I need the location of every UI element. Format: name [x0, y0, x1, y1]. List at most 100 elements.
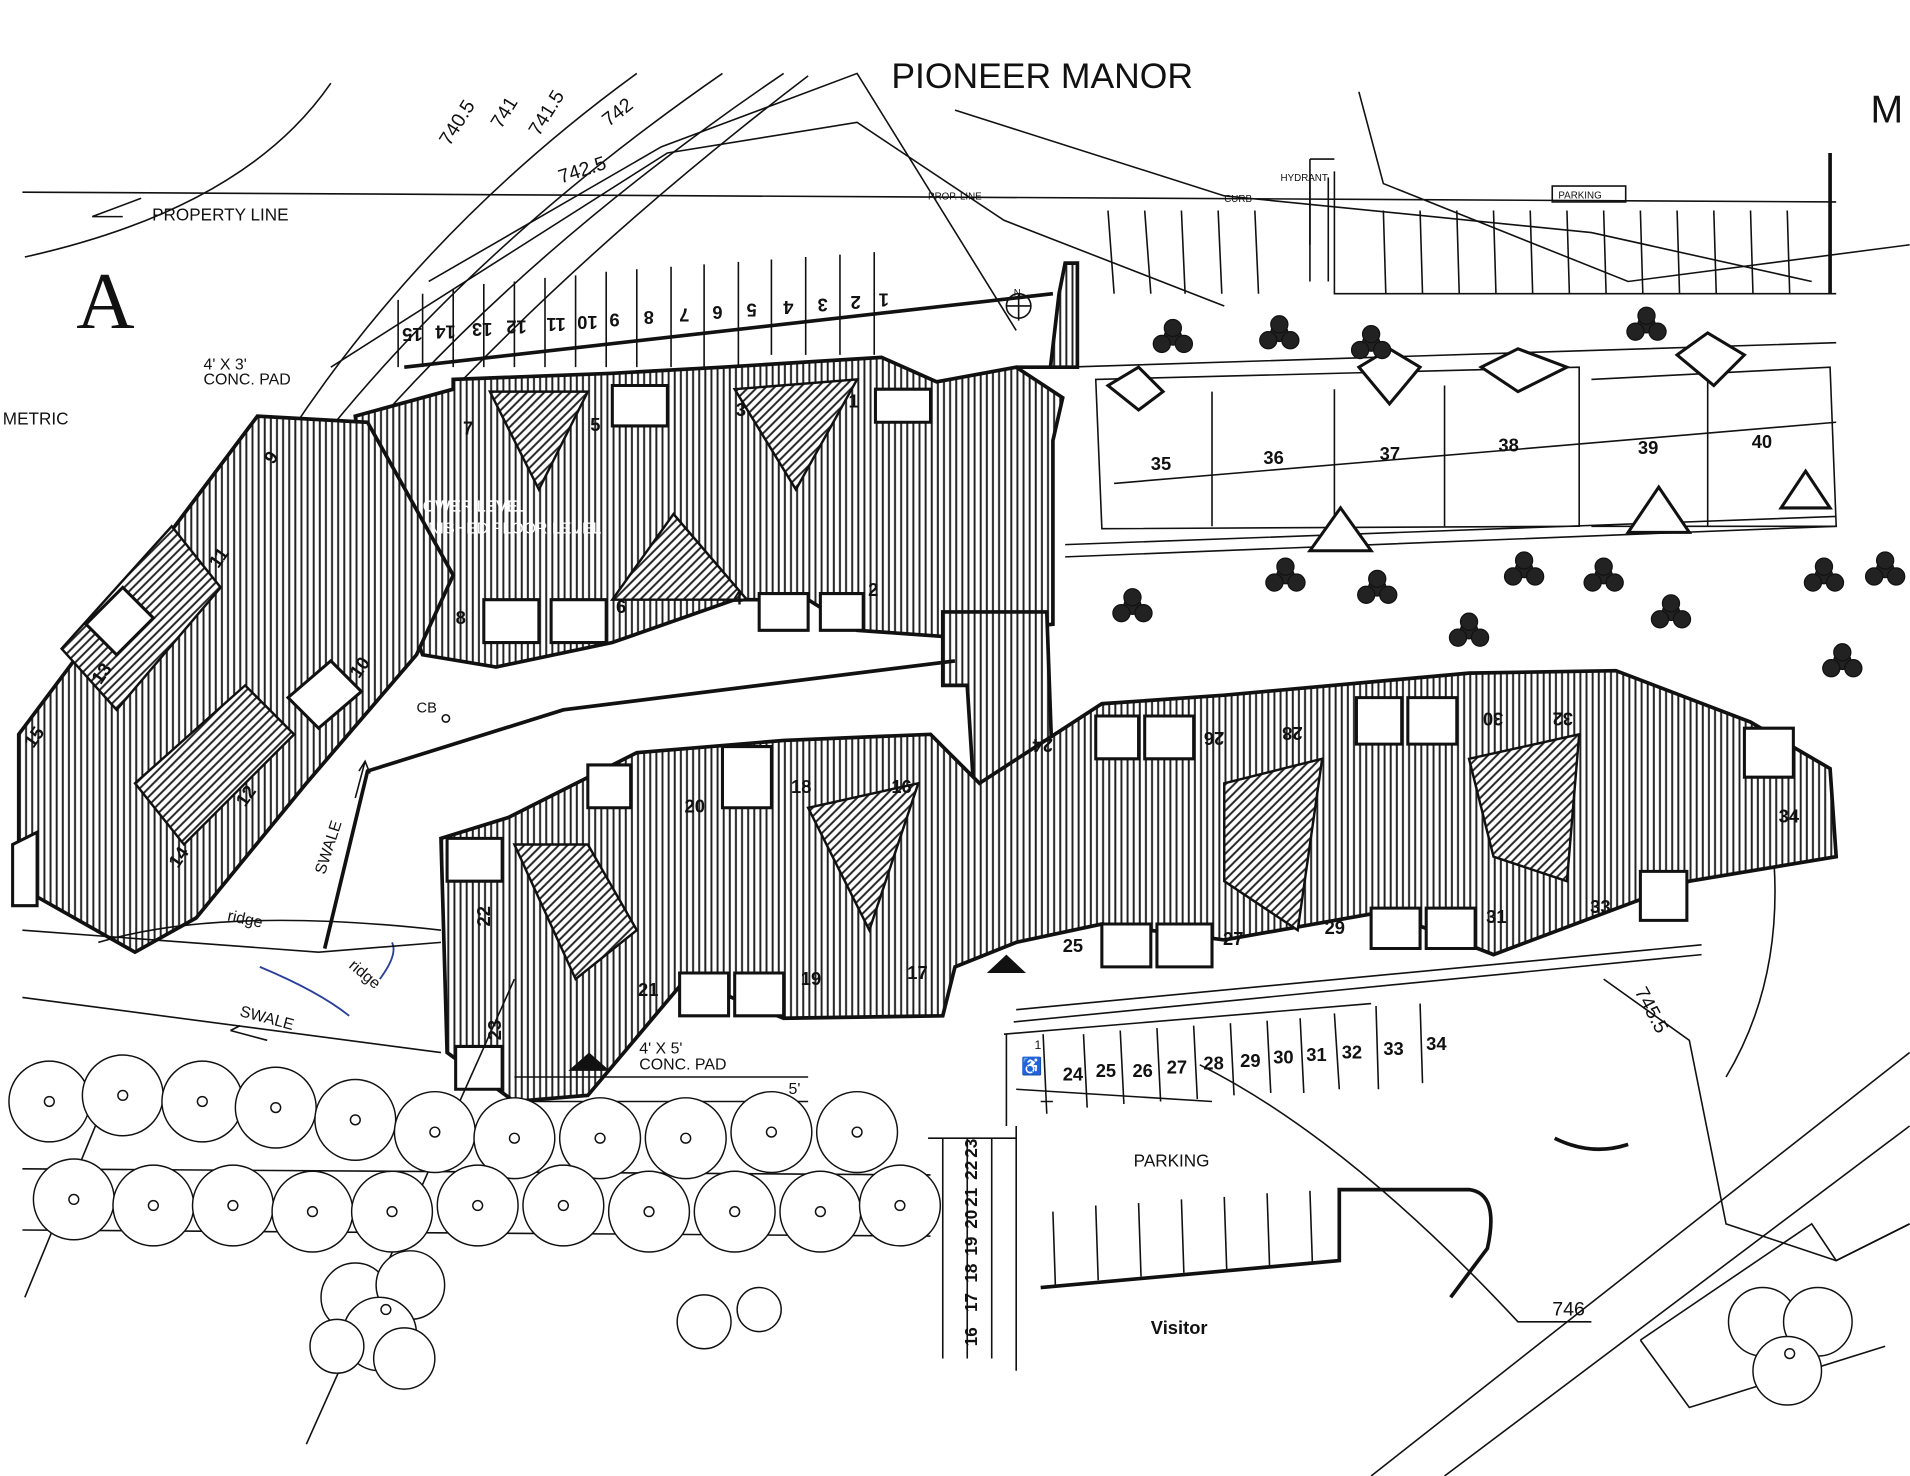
unit-number: 32 — [1553, 708, 1573, 729]
stall-number: 33 — [1383, 1038, 1403, 1059]
unit-number: 31 — [1486, 906, 1506, 927]
stall-number: 20 — [961, 1210, 981, 1229]
tree-icon — [1503, 567, 1523, 586]
unit-number: 26 — [1204, 728, 1224, 749]
stall-number: 32 — [1342, 1042, 1362, 1063]
tree-trunk-icon — [557, 1199, 569, 1212]
tree-icon — [1470, 628, 1490, 647]
stall-number: 1 — [879, 290, 889, 311]
contour-label: 741 — [487, 93, 523, 132]
tree-icon — [1265, 573, 1284, 592]
stall-number: 6 — [712, 302, 722, 323]
stall-number: 13 — [472, 319, 492, 340]
tree-trunk-icon — [894, 1199, 906, 1212]
swale-line — [322, 659, 956, 949]
tree-trunk-icon — [386, 1206, 398, 1218]
pad-label: 4' X 3' — [204, 357, 247, 374]
stall-number: 26 — [1132, 1060, 1152, 1081]
unit-number: 17 — [907, 962, 927, 983]
swale-label: SWALE — [312, 819, 345, 877]
tree-icon — [1648, 322, 1667, 341]
tree-trunk-icon — [765, 1126, 778, 1138]
unit-number: 2 — [868, 579, 878, 600]
stall-number: 15 — [402, 324, 422, 345]
tree-icon — [1350, 340, 1370, 360]
stall-number: 11 — [546, 314, 565, 335]
dimension-label: 5' — [789, 1081, 801, 1098]
tree-icon — [1276, 557, 1295, 576]
unit-number: 19 — [801, 968, 821, 989]
tree-icon — [1833, 643, 1852, 662]
top-parking-lot — [1107, 152, 1837, 295]
visitor-parking-lot — [1040, 1187, 1493, 1299]
tree-trunk-icon — [68, 1193, 80, 1206]
unit-number: 1 — [849, 391, 859, 412]
stall-number: 22 — [961, 1161, 981, 1180]
unit-number: 7 — [463, 417, 473, 438]
catch-basin-icon — [441, 713, 451, 723]
stall-number: 21 — [961, 1187, 981, 1207]
stall-number: 4 — [782, 297, 793, 318]
svg-text:N: N — [1014, 288, 1021, 299]
entry-arrow-icon — [568, 1052, 610, 1071]
tree-icon — [1864, 567, 1884, 586]
site-line — [22, 919, 442, 1054]
tree-trunk-icon — [508, 1132, 521, 1144]
visitor-label: Visitor — [1151, 1317, 1208, 1338]
tree-trunk-icon — [270, 1101, 282, 1114]
unit-number: 27 — [1223, 928, 1243, 949]
tree-icon — [1525, 567, 1545, 586]
shrub-icon — [1727, 1286, 1853, 1406]
tree-icon — [1650, 610, 1670, 629]
stall-number: 34 — [1426, 1033, 1447, 1054]
contour-label: 740.5 — [435, 96, 480, 149]
stall-number: 8 — [644, 307, 654, 328]
pad-label: CONC. PAD — [639, 1057, 726, 1074]
stall-number: 2 — [851, 292, 861, 313]
side-label: METRIC — [3, 409, 69, 429]
tree-trunk-icon — [472, 1199, 484, 1212]
entry-arrow-icon — [986, 954, 1026, 973]
lower-parking-lot — [1003, 944, 1702, 1126]
tree-trunk-icon — [306, 1206, 319, 1218]
stall-number: 23 — [961, 1139, 981, 1158]
unit-number: 39 — [1638, 437, 1658, 458]
unit-number: 6 — [616, 596, 626, 617]
stall-number: 24 — [1063, 1064, 1084, 1085]
hydrant-label: HYDRANT — [1281, 173, 1328, 184]
stall-number: 27 — [1167, 1056, 1187, 1077]
contour-label: 745.5 — [1630, 983, 1672, 1037]
tree-trunk-icon — [814, 1206, 827, 1218]
tree-icon — [1361, 324, 1381, 344]
tree-icon — [1583, 573, 1602, 592]
building-upper — [353, 261, 1080, 669]
contour-label: 742.5 — [556, 152, 609, 188]
unit-number: 40 — [1752, 431, 1772, 452]
tree-icon — [1448, 628, 1468, 647]
tree-icon — [1270, 315, 1289, 334]
building-right — [1065, 331, 1838, 558]
tree-icon — [1281, 331, 1300, 350]
unit-number: 25 — [1063, 935, 1083, 956]
upper-parking-stalls — [397, 252, 1054, 369]
stall-number: 10 — [577, 312, 597, 333]
stall-number: 17 — [961, 1293, 981, 1312]
tree-icon — [1875, 551, 1895, 570]
tree-icon — [1134, 603, 1153, 623]
tree-icon — [1368, 569, 1387, 589]
stall-number: 12 — [506, 317, 526, 338]
tree-trunk-icon — [594, 1132, 606, 1144]
curb-label: CURB — [1224, 194, 1252, 205]
catch-basin-label: CB — [416, 700, 437, 716]
unit-number: 16 — [891, 776, 911, 797]
unit-number: 28 — [1282, 723, 1302, 744]
plan-title-fragment: M — [1870, 88, 1903, 131]
tree-trunk-icon — [349, 1114, 361, 1126]
unit-number: 30 — [1483, 708, 1503, 729]
tree-icon — [1357, 585, 1376, 604]
tree-icon — [1661, 594, 1681, 613]
property-line-label: PROPERTY LINE — [152, 204, 288, 224]
left-parking-stalls — [928, 1125, 1017, 1371]
stall-number: 3 — [818, 295, 828, 316]
